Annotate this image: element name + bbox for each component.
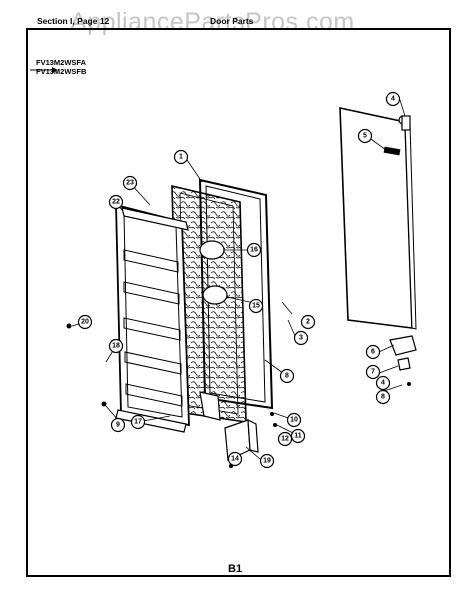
svg-text:8: 8 xyxy=(285,373,289,380)
svg-text:12: 12 xyxy=(281,436,289,443)
hinge-hardware xyxy=(389,115,417,371)
svg-text:19: 19 xyxy=(263,458,271,465)
svg-text:20: 20 xyxy=(81,319,89,326)
svg-text:5: 5 xyxy=(363,133,367,140)
callout-4-lower: 4 xyxy=(375,375,391,391)
callout-markers: 1 2 3 4 4 5 6 7 8 8 9 10 11 12 14 15 16 … xyxy=(77,91,401,469)
door-shelves xyxy=(123,249,183,407)
callout-3: 3 xyxy=(293,330,309,346)
fastener-parts xyxy=(66,323,411,469)
callout-8-hinge: 8 xyxy=(375,389,391,405)
callout-16: 16 xyxy=(246,242,262,258)
callout-14: 14 xyxy=(227,451,243,467)
svg-text:22: 22 xyxy=(112,199,120,206)
callout-15: 15 xyxy=(248,298,264,314)
svg-text:14: 14 xyxy=(231,456,239,463)
callout-2: 2 xyxy=(300,314,316,330)
svg-text:10: 10 xyxy=(290,417,298,424)
trim-strip xyxy=(115,207,221,433)
callout-23: 23 xyxy=(122,175,138,191)
door-liner xyxy=(115,203,190,427)
svg-text:8: 8 xyxy=(381,394,385,401)
svg-text:6: 6 xyxy=(371,349,375,356)
svg-text:2: 2 xyxy=(306,319,310,326)
callout-19: 19 xyxy=(259,453,275,469)
svg-text:11: 11 xyxy=(294,433,302,440)
handle-bracket xyxy=(224,418,259,461)
svg-text:17: 17 xyxy=(134,419,142,426)
callout-4-top: 4 xyxy=(385,91,401,107)
callout-1: 1 xyxy=(173,149,189,165)
callout-20: 20 xyxy=(77,314,93,330)
svg-text:9: 9 xyxy=(116,422,120,429)
callout-10: 10 xyxy=(286,412,302,428)
callout-5: 5 xyxy=(357,128,373,144)
callout-6: 6 xyxy=(365,344,381,360)
page-title: Door Parts xyxy=(210,16,254,26)
callout-12: 12 xyxy=(277,431,293,447)
outer-door-panel xyxy=(339,107,417,330)
svg-text:16: 16 xyxy=(250,247,258,254)
svg-text:15: 15 xyxy=(252,303,260,310)
model-arrow xyxy=(30,67,58,73)
watermark: AppliancePartsPros.com xyxy=(70,8,355,36)
callout-17: 17 xyxy=(130,414,146,430)
callout-7: 7 xyxy=(365,364,381,380)
svg-text:4: 4 xyxy=(391,96,395,103)
callout-18-upper: 18 xyxy=(108,338,124,354)
svg-text:7: 7 xyxy=(371,369,375,376)
callout-11: 11 xyxy=(290,428,306,444)
diagram-frame xyxy=(26,28,451,577)
callout-8-door: 8 xyxy=(279,368,295,384)
svg-text:23: 23 xyxy=(126,180,134,187)
model-number-a: FV13M2WSFA xyxy=(36,58,87,67)
svg-text:3: 3 xyxy=(299,335,303,342)
page-code: B1 xyxy=(228,563,243,575)
section-label: Section I, Page 12 xyxy=(37,16,110,26)
callout-22: 22 xyxy=(108,194,124,210)
svg-text:1: 1 xyxy=(179,154,183,161)
model-number-b: FV13M2WSFB xyxy=(36,67,87,76)
svg-text:4: 4 xyxy=(381,380,385,387)
svg-text:18: 18 xyxy=(112,343,120,350)
callout-9: 9 xyxy=(110,417,126,433)
